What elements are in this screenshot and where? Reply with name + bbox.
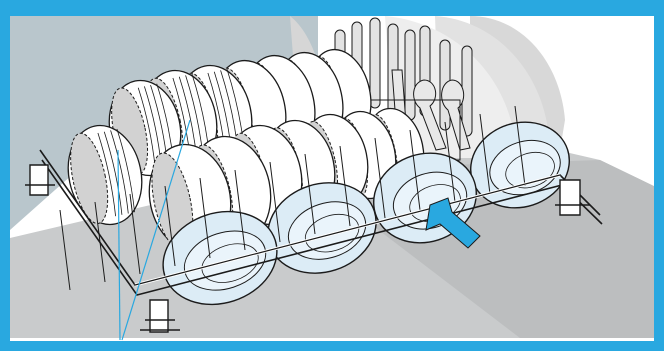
figure-frame-header [0, 0, 664, 16]
cutlery-handle-icon [405, 30, 415, 120]
cutlery-handle-icon [370, 18, 380, 108]
